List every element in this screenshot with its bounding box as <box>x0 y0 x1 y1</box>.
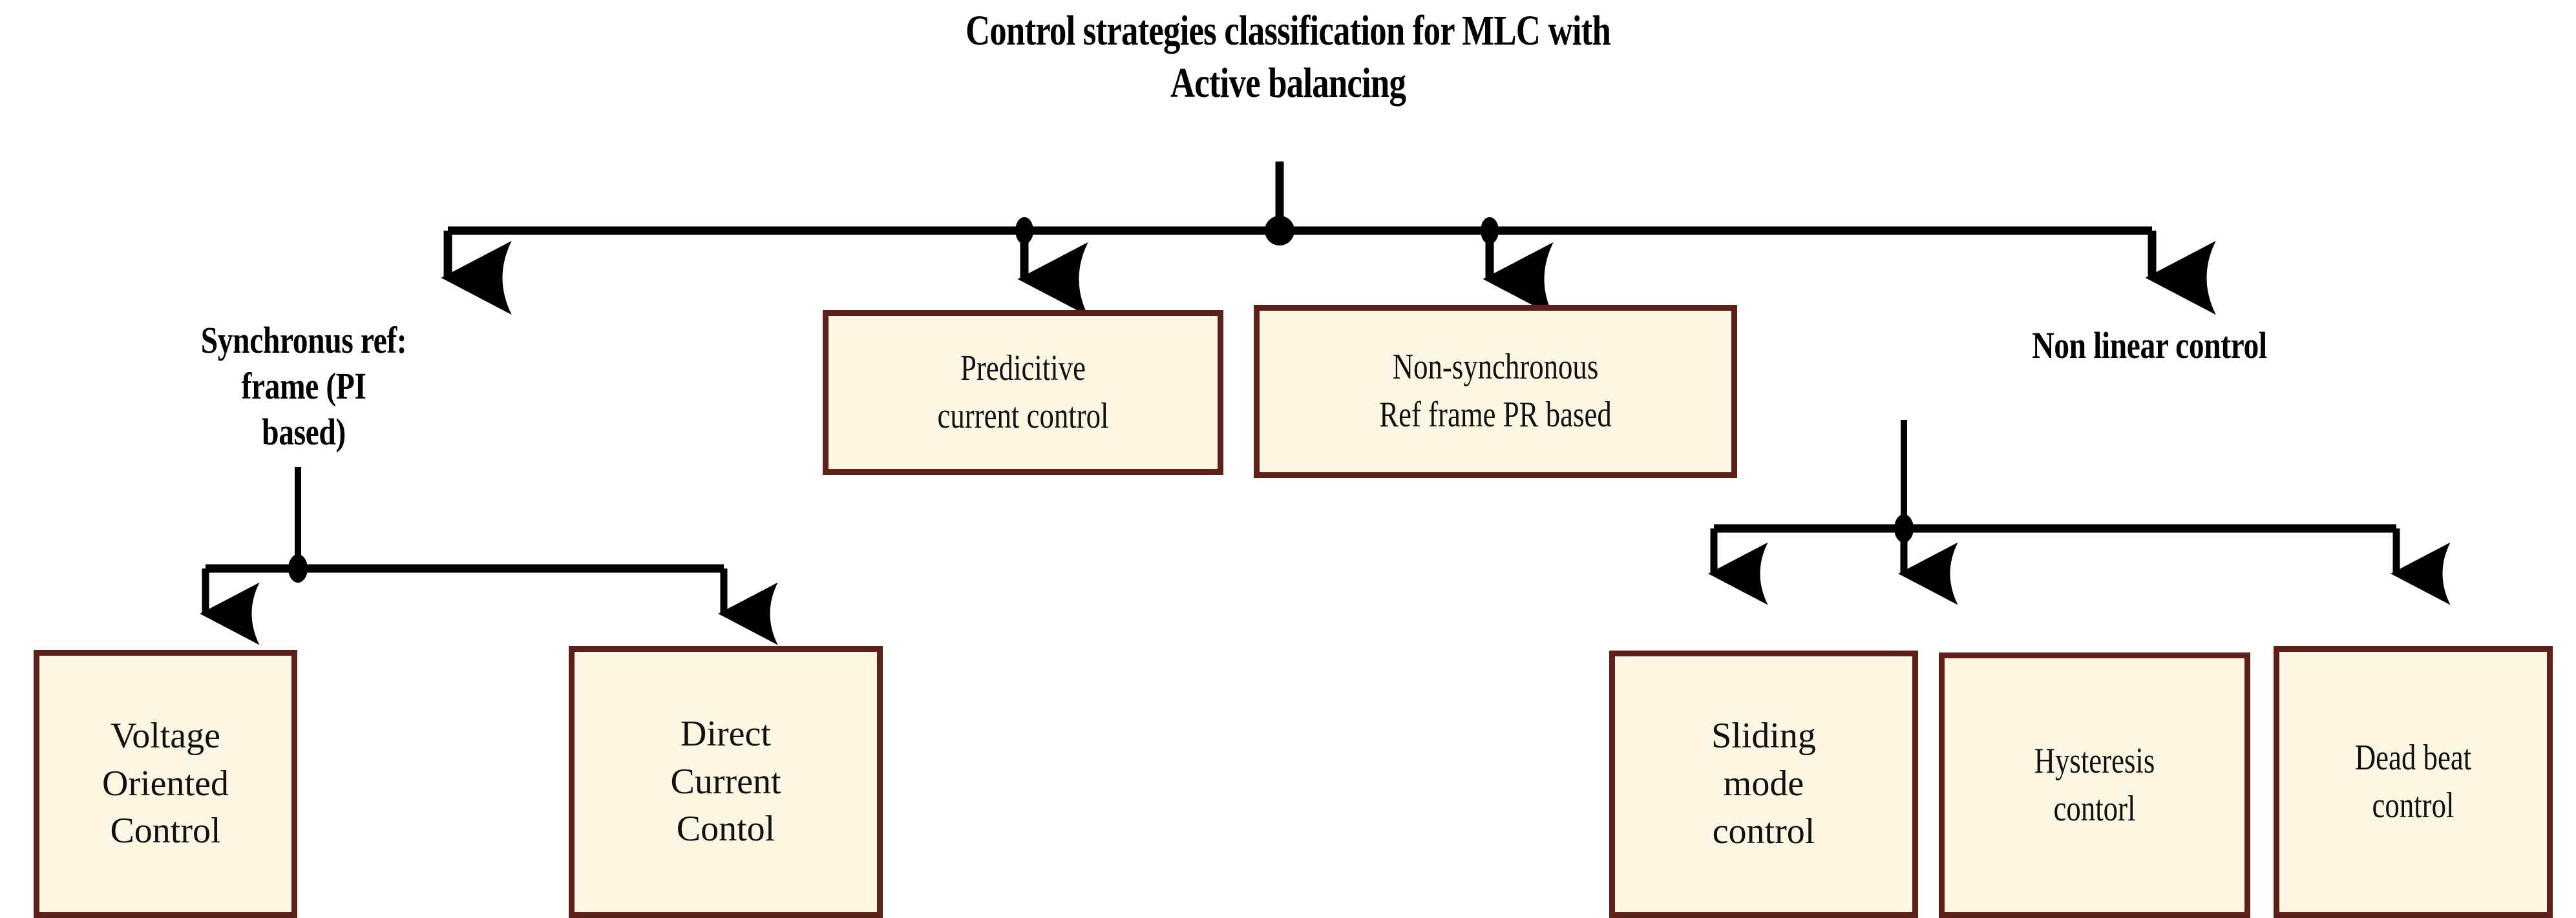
node-direct-current-control-label: Direct Current Contol <box>670 713 781 850</box>
node-non-synchronous-ref-frame-pr-label: Non-synchronous Ref frame PR based <box>1379 347 1612 435</box>
connector-right-subtree <box>1708 420 2451 605</box>
node-non-synchronous-ref-frame-pr[interactable]: Non-synchronous Ref frame PR based <box>1254 305 1737 478</box>
node-predictive-current-control-label: Predicitive current control <box>937 348 1109 436</box>
node-voltage-oriented-control[interactable]: Voltage Oriented Control <box>34 650 297 918</box>
node-dead-beat-control[interactable]: Dead beat control <box>2274 646 2553 918</box>
node-hysteresis-control-label: Hysteresis contorl <box>2034 740 2155 829</box>
node-direct-current-control[interactable]: Direct Current Contol <box>569 646 883 918</box>
connector-left-subtree <box>200 467 778 645</box>
node-hysteresis-control[interactable]: Hysteresis contorl <box>1939 652 2250 918</box>
node-non-linear-control: Non linear control <box>2032 324 2267 366</box>
diagram-title: Control strategies classification for ML… <box>965 7 1611 107</box>
junction-dots-level2 <box>1015 216 1499 245</box>
node-voltage-oriented-control-label: Voltage Oriented Control <box>102 715 229 851</box>
node-synchronous-ref-frame: Synchronus ref: frame (PI based) <box>200 319 407 453</box>
node-sliding-mode-control[interactable]: Sliding mode control <box>1609 651 1918 918</box>
node-sliding-mode-control-label: Sliding mode control <box>1711 716 1816 851</box>
connector-level2-drops <box>441 231 2216 317</box>
node-predictive-current-control[interactable]: Predicitive current control <box>823 310 1223 475</box>
node-dead-beat-control-label: Dead beat control <box>2354 737 2472 826</box>
